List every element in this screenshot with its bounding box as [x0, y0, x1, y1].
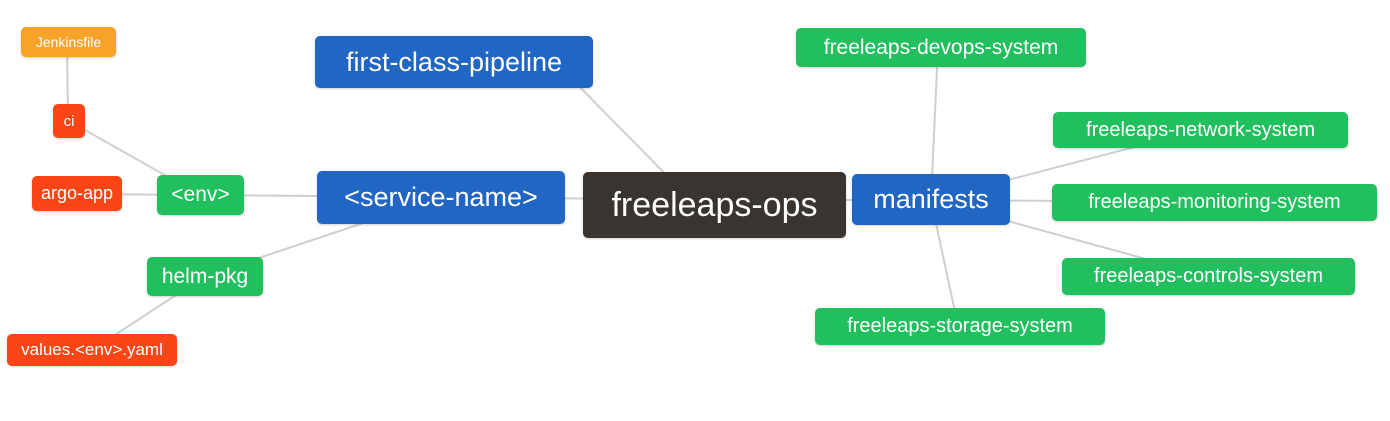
node-argo-app[interactable]: argo-app [32, 176, 122, 211]
node-first-class-pipeline[interactable]: first-class-pipeline [315, 36, 593, 88]
node-freeleaps-controls-system[interactable]: freeleaps-controls-system [1062, 258, 1355, 295]
node-freeleaps-storage-system[interactable]: freeleaps-storage-system [815, 308, 1105, 345]
node-freeleaps-devops-system[interactable]: freeleaps-devops-system [796, 28, 1086, 67]
node-ci[interactable]: ci [53, 104, 85, 138]
node-manifests[interactable]: manifests [852, 174, 1010, 225]
node-service-name[interactable]: <service-name> [317, 171, 565, 224]
node-env[interactable]: <env> [157, 175, 244, 215]
node-helm-pkg[interactable]: helm-pkg [147, 257, 263, 296]
node-freeleaps-ops[interactable]: freeleaps-ops [583, 172, 846, 238]
node-jenkinsfile[interactable]: Jenkinsfile [21, 27, 116, 57]
node-values-env-yaml[interactable]: values.<env>.yaml [7, 334, 177, 366]
node-freeleaps-monitoring-system[interactable]: freeleaps-monitoring-system [1052, 184, 1377, 221]
node-freeleaps-network-system[interactable]: freeleaps-network-system [1053, 112, 1348, 148]
